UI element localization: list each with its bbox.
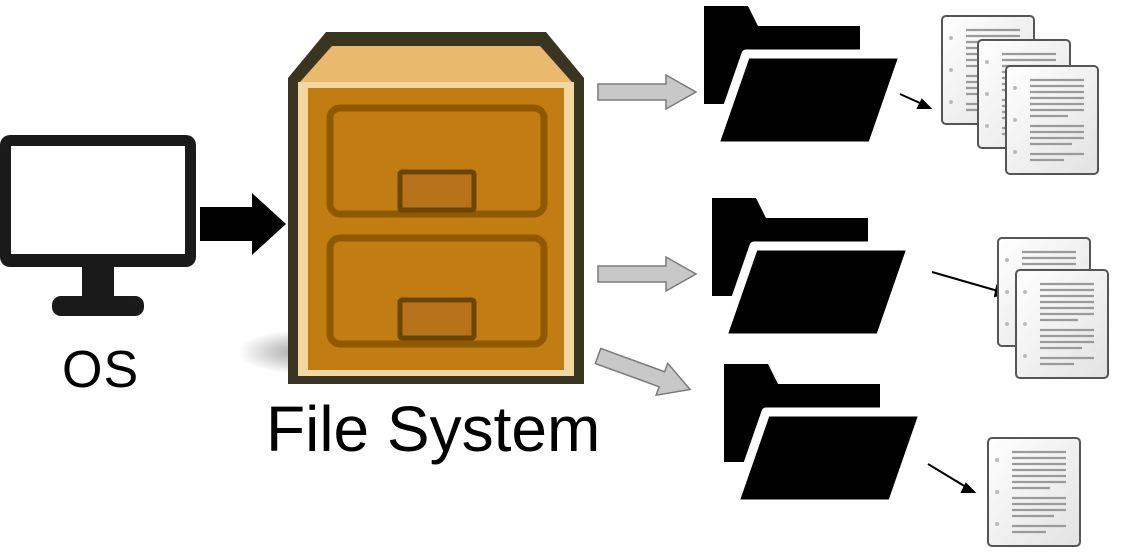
- filing-cabinet-icon: [238, 32, 584, 384]
- arrow-os-to-fs: [200, 193, 286, 255]
- document-icon: [1014, 268, 1110, 380]
- file-system-label: File System: [266, 393, 601, 465]
- folder-icon: [704, 6, 904, 146]
- arrow-folder-to-docs-3: [927, 463, 977, 493]
- document-icon: [1004, 64, 1100, 176]
- monitor-icon: [0, 135, 196, 316]
- arrow-folder-to-docs-2: [931, 271, 1009, 298]
- arrow-folder-to-docs-1: [899, 93, 933, 109]
- document-icon: [986, 436, 1082, 548]
- folder-icon: [712, 198, 912, 338]
- os-label: OS: [62, 341, 140, 399]
- arrow-fs-to-folder-1: [597, 74, 697, 110]
- folder-icon: [724, 364, 924, 504]
- arrow-fs-to-folder-2: [597, 256, 697, 292]
- arrow-fs-to-folder-3: [591, 339, 697, 407]
